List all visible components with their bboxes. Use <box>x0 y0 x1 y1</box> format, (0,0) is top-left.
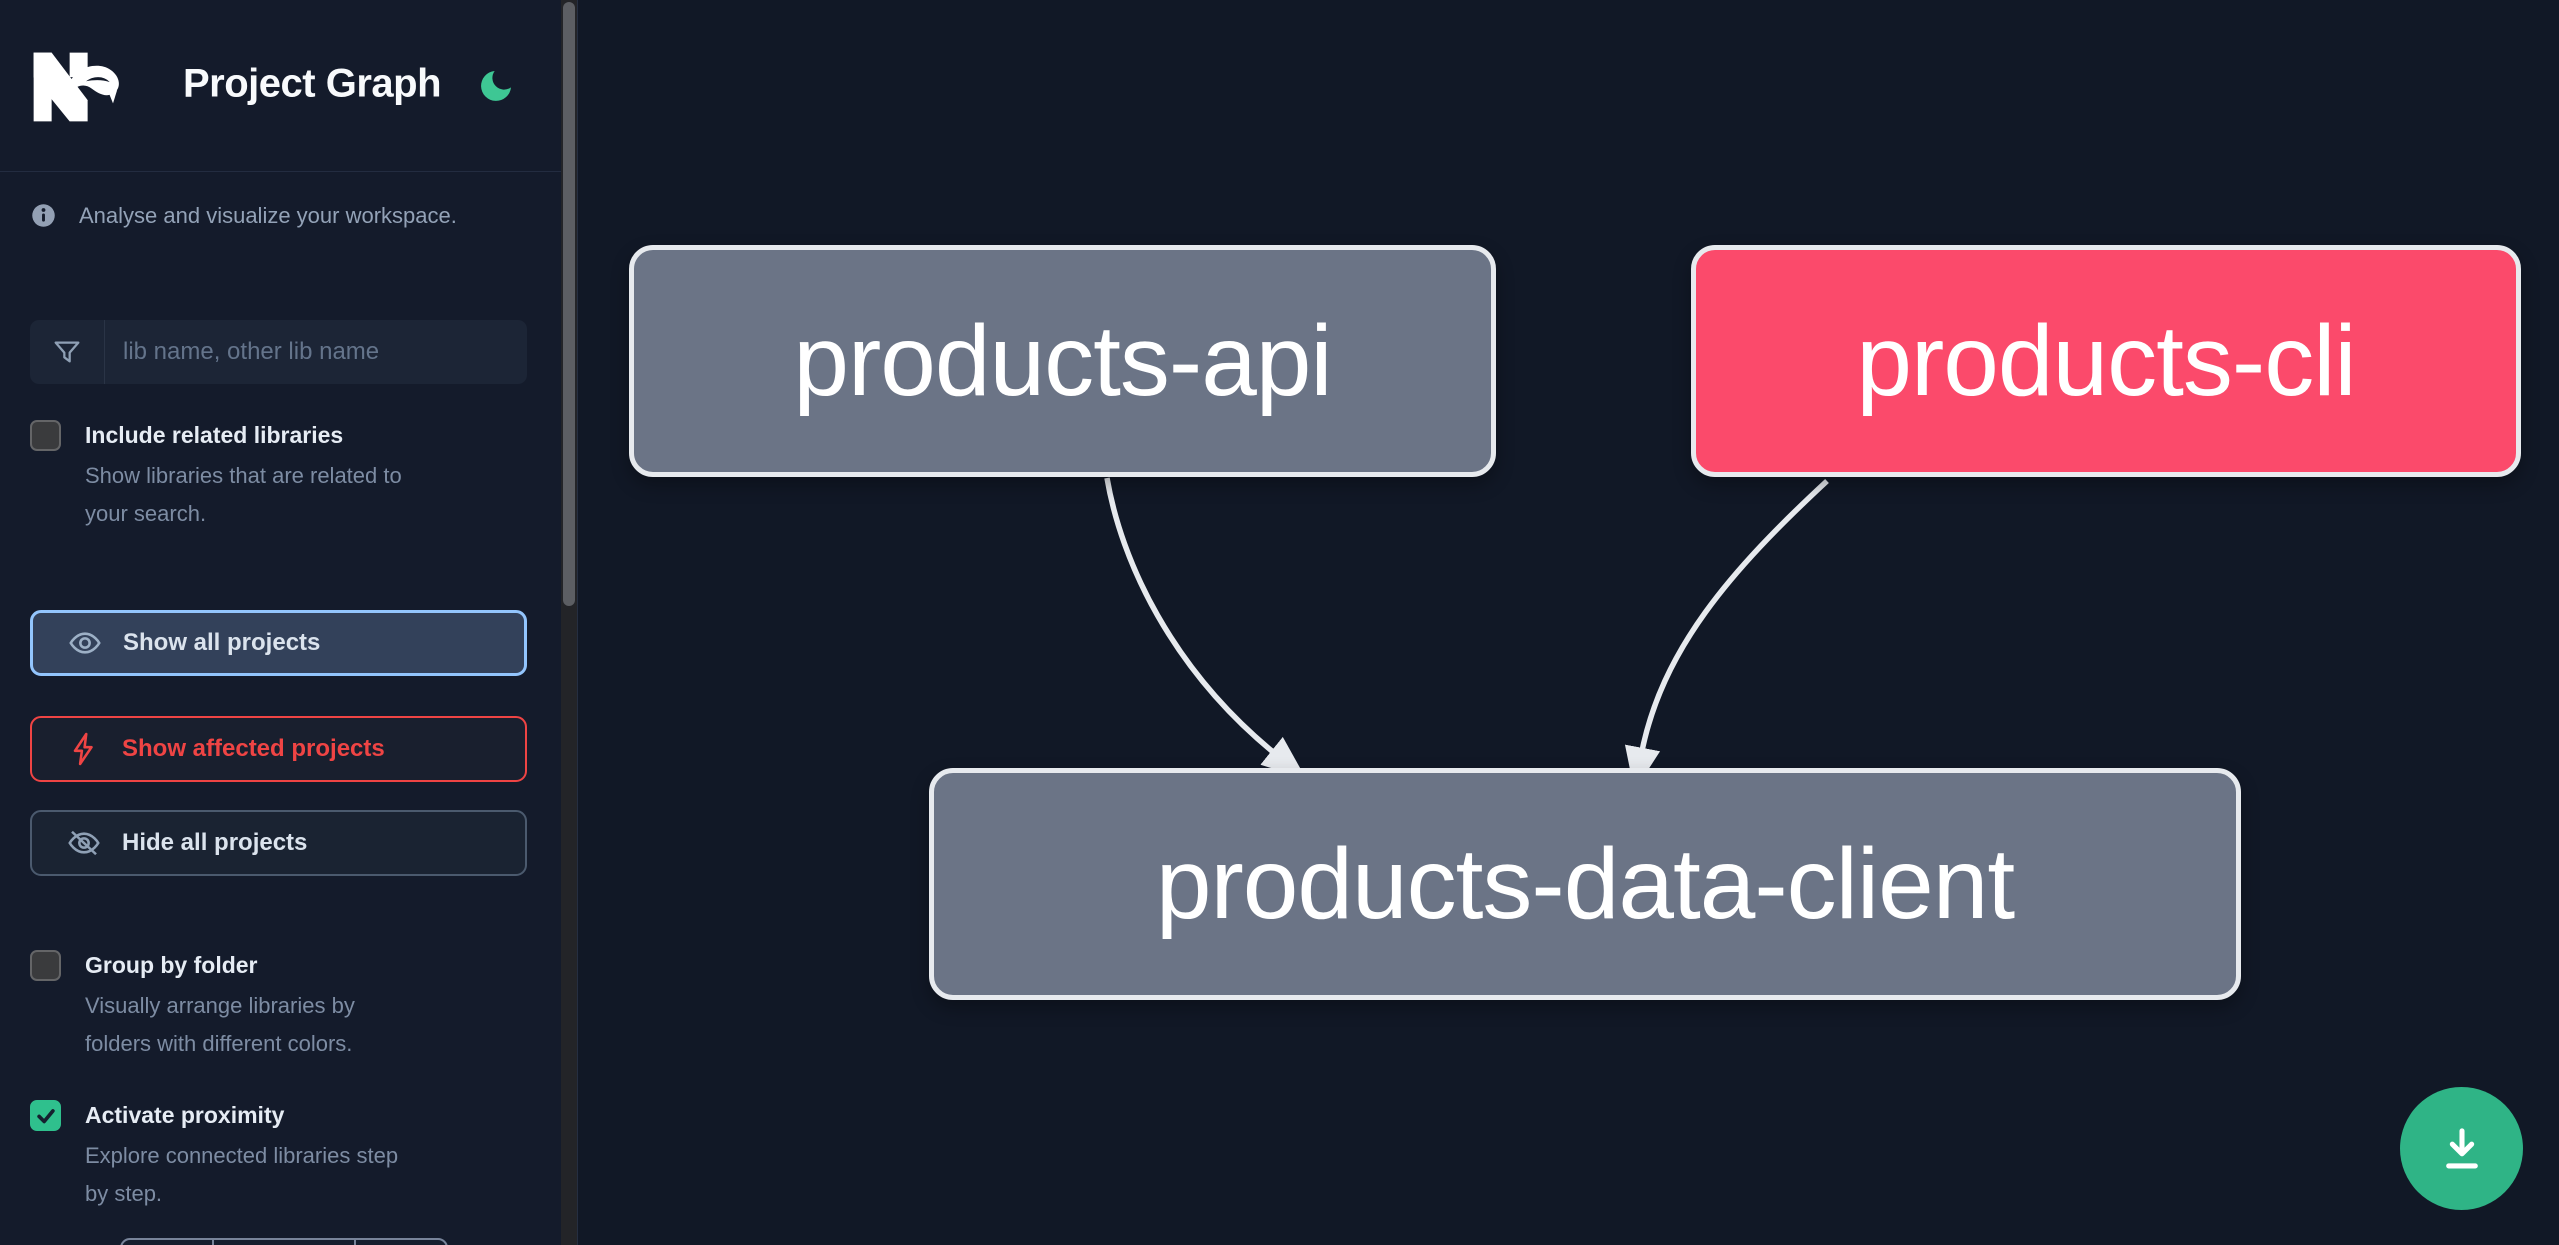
sidebar-header: Project Graph <box>0 0 561 172</box>
node-products-api-label: products-api <box>793 304 1332 417</box>
group-by-folder-label: Group by folder <box>85 952 258 978</box>
toggle-group-by-folder: Group by folder Visually arrange librari… <box>30 950 530 1070</box>
download-icon <box>2445 1127 2478 1168</box>
show-all-projects-button[interactable]: Show all projects <box>30 610 527 676</box>
page-title: Project Graph <box>183 61 442 106</box>
show-all-projects-label: Show all projects <box>123 629 321 656</box>
sidebar-scrollbar-thumb[interactable] <box>563 2 575 606</box>
activate-proximity-checkbox[interactable] <box>30 1100 61 1131</box>
sidebar-scrollbar-track[interactable] <box>561 0 577 1245</box>
group-by-folder-description: Visually arrange libraries by folders wi… <box>85 993 355 1056</box>
filter-funnel-icon <box>30 320 105 384</box>
nx-logo-icon <box>33 52 119 122</box>
node-products-cli-label: products-cli <box>1856 304 2356 417</box>
dependency-edges <box>1104 477 1829 792</box>
hide-all-projects-label: Hide all projects <box>122 829 308 856</box>
node-products-api[interactable]: products-api <box>629 245 1496 477</box>
node-products-cli[interactable]: products-cli <box>1691 245 2521 477</box>
activate-proximity-description: Explore connected libraries step by step… <box>85 1143 399 1206</box>
include-related-checkbox[interactable] <box>30 420 61 451</box>
search-input[interactable] <box>105 320 527 384</box>
node-products-data-client[interactable]: products-data-client <box>929 768 2241 1000</box>
node-products-data-client-label: products-data-client <box>1155 827 2015 940</box>
proximity-stepper[interactable] <box>120 1238 448 1245</box>
search-box <box>30 320 527 384</box>
stepper-divider <box>212 1240 214 1245</box>
dark-mode-moon-icon[interactable] <box>476 66 516 106</box>
sidebar: Project Graph Analyse and visualize your… <box>0 0 561 1245</box>
group-by-folder-checkbox[interactable] <box>30 950 61 981</box>
toggle-activate-proximity: Activate proximity Explore connected lib… <box>30 1100 530 1220</box>
include-related-label: Include related libraries <box>85 422 344 448</box>
toggle-include-related: Include related libraries Show libraries… <box>30 420 530 540</box>
edge-products-api-to-products-data-client <box>1104 477 1306 779</box>
show-affected-projects-label: Show affected projects <box>122 735 385 762</box>
lightning-bolt-icon <box>73 732 93 766</box>
project-graph-canvas[interactable]: products-api products-cli products-data-… <box>577 0 2559 1245</box>
stepper-divider <box>354 1240 356 1245</box>
edge-products-cli-to-products-data-client <box>1624 478 1829 792</box>
tagline-row: Analyse and visualize your workspace. <box>30 202 457 229</box>
download-graph-button[interactable] <box>2400 1087 2523 1210</box>
eye-off-icon <box>68 830 100 856</box>
activate-proximity-label: Activate proximity <box>85 1102 285 1128</box>
tagline-text: Analyse and visualize your workspace. <box>79 202 457 228</box>
hide-all-projects-button[interactable]: Hide all projects <box>30 810 527 876</box>
eye-icon <box>69 632 101 654</box>
show-affected-projects-button[interactable]: Show affected projects <box>30 716 527 782</box>
info-icon <box>32 204 55 227</box>
include-related-description: Show libraries that are related to your … <box>85 463 402 526</box>
checkmark-icon <box>36 1108 55 1123</box>
